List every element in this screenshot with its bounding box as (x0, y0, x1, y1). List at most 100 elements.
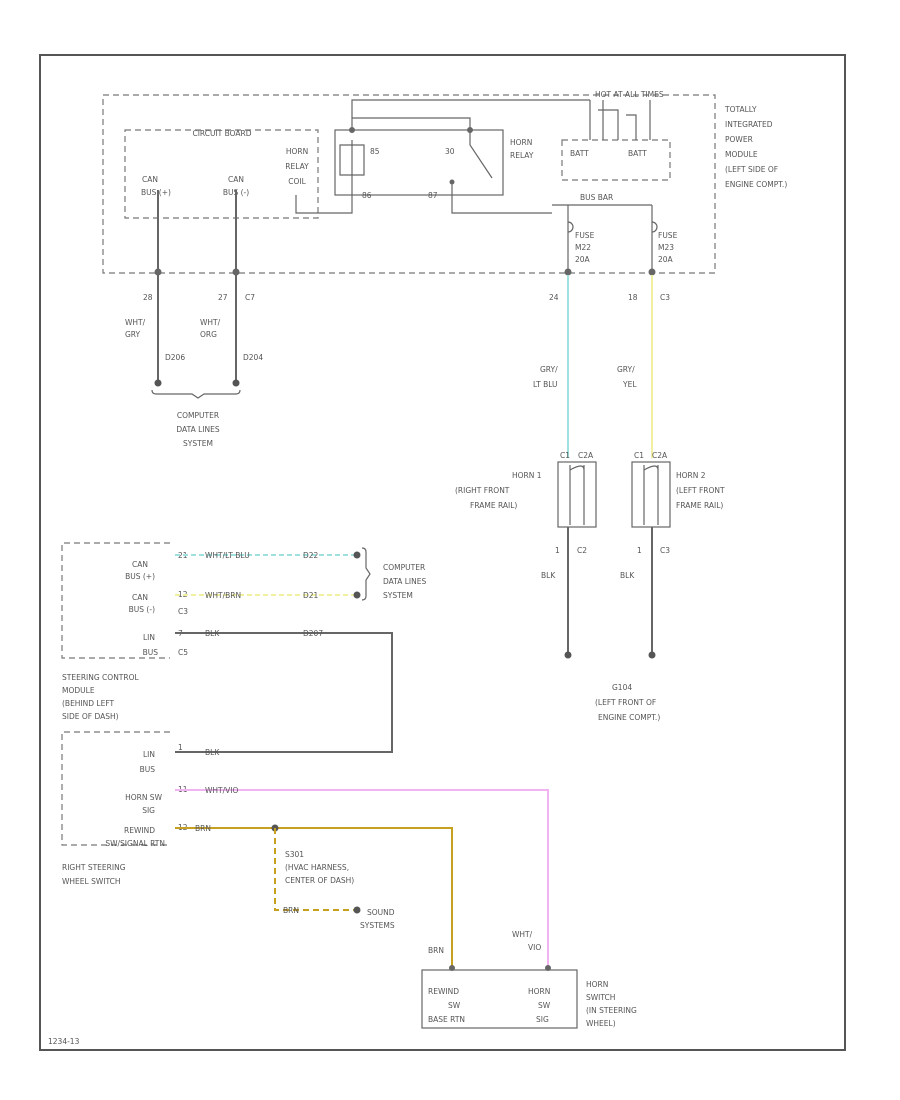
diagram-frame (39, 54, 846, 1051)
svg-text:D206: D206 (165, 353, 185, 362)
bus-bar-label: BUS BAR (580, 193, 613, 202)
svg-text:BUS: BUS (140, 765, 156, 774)
svg-text:(LEFT SIDE OF: (LEFT SIDE OF (725, 165, 778, 174)
svg-text:COIL: COIL (288, 177, 306, 186)
svg-text:HORN 2: HORN 2 (676, 471, 706, 480)
svg-text:FUSE: FUSE (575, 231, 595, 240)
svg-text:COMPUTER: COMPUTER (383, 563, 425, 572)
svg-text:C1: C1 (634, 451, 644, 460)
horn-feed-wires: GRY/ LT BLU GRY/ YEL (533, 275, 653, 458)
svg-text:FRAME RAIL): FRAME RAIL) (470, 501, 517, 510)
svg-text:20A: 20A (658, 255, 674, 264)
steering-control-module: CAN BUS (+) CAN BUS (-) LIN BUS 21 12 C3… (61, 542, 426, 753)
horn-relay-label: HORN (510, 138, 532, 147)
svg-text:MODULE: MODULE (725, 150, 758, 159)
svg-text:WHEEL): WHEEL) (586, 1019, 616, 1028)
svg-text:27: 27 (218, 293, 228, 302)
svg-text:SW/SIGNAL RTN: SW/SIGNAL RTN (105, 839, 165, 848)
svg-text:SWITCH: SWITCH (586, 993, 615, 1002)
svg-text:BRN: BRN (428, 946, 444, 955)
svg-text:TOTALLY: TOTALLY (724, 105, 757, 114)
svg-text:SW: SW (538, 1001, 551, 1010)
can-wires-top: WHT/ GRY WHT/ ORG D206 D204 COMPUTER DAT… (125, 275, 263, 448)
svg-text:C7: C7 (245, 293, 255, 302)
svg-text:SYSTEMS: SYSTEMS (360, 921, 395, 930)
svg-text:DATA LINES: DATA LINES (176, 425, 219, 434)
svg-text:CAN: CAN (142, 175, 158, 184)
svg-text:C2A: C2A (578, 451, 594, 460)
svg-text:1: 1 (178, 743, 183, 752)
svg-text:21: 21 (178, 551, 188, 560)
horn-1: C1 C2A HORN 1 (RIGHT FRONT FRAME RAIL) 1… (455, 451, 597, 659)
svg-text:S301: S301 (285, 850, 304, 859)
svg-text:(IN STEERING: (IN STEERING (586, 1006, 637, 1015)
horn-switch: BRN WHT/ VIO REWIND SW BASE RTN HORN SW … (421, 930, 637, 1029)
svg-text:BUS (+): BUS (+) (141, 188, 171, 197)
svg-text:SIDE OF DASH): SIDE OF DASH) (62, 712, 119, 721)
svg-text:POWER: POWER (725, 135, 753, 144)
svg-text:SW: SW (448, 1001, 461, 1010)
svg-text:COMPUTER: COMPUTER (177, 411, 219, 420)
svg-text:(RIGHT FRONT: (RIGHT FRONT (455, 486, 510, 495)
svg-text:LT BLU: LT BLU (533, 380, 558, 389)
svg-text:HORN 1: HORN 1 (512, 471, 542, 480)
svg-text:GRY: GRY (125, 330, 141, 339)
svg-text:RELAY: RELAY (510, 151, 534, 160)
svg-text:MODULE: MODULE (62, 686, 95, 695)
svg-text:GRY/: GRY/ (540, 365, 558, 374)
svg-text:CAN: CAN (132, 560, 148, 569)
tipm-pins: 28 27 C7 24 18 C3 (143, 268, 670, 302)
svg-text:28: 28 (143, 293, 153, 302)
svg-text:BLK: BLK (205, 629, 220, 638)
svg-text:INTEGRATED: INTEGRATED (725, 120, 773, 129)
svg-text:C3: C3 (178, 607, 188, 616)
batt-fuse-block (561, 139, 671, 181)
svg-text:M23: M23 (658, 243, 674, 252)
wire-wht-vio (175, 789, 549, 966)
svg-text:SYSTEM: SYSTEM (183, 439, 213, 448)
tipm-module: HOT AT ALL TIMES TOTALLY INTEGRATED POWE… (102, 90, 787, 274)
svg-text:C2: C2 (577, 546, 587, 555)
svg-text:SYSTEM: SYSTEM (383, 591, 413, 600)
svg-text:WHT/BRN: WHT/BRN (205, 591, 241, 600)
svg-text:C3: C3 (660, 546, 670, 555)
svg-text:WHT/: WHT/ (125, 318, 146, 327)
svg-text:BUS (-): BUS (-) (129, 605, 155, 614)
svg-text:18: 18 (628, 293, 638, 302)
svg-text:WHT/: WHT/ (512, 930, 533, 939)
svg-text:FRAME RAIL): FRAME RAIL) (676, 501, 723, 510)
svg-text:SOUND: SOUND (367, 908, 395, 917)
svg-text:M22: M22 (575, 243, 591, 252)
svg-text:WHT/VIO: WHT/VIO (205, 786, 239, 795)
svg-text:GRY/: GRY/ (617, 365, 635, 374)
horn-2: C1 C2A HORN 2 (LEFT FRONT FRAME RAIL) 1 … (620, 451, 725, 659)
svg-text:CAN: CAN (132, 593, 148, 602)
svg-text:RIGHT STEERING: RIGHT STEERING (62, 863, 126, 872)
svg-text:WHT/: WHT/ (200, 318, 221, 327)
svg-text:BATT: BATT (570, 149, 589, 158)
svg-text:HORN: HORN (528, 987, 550, 996)
svg-text:1: 1 (637, 546, 642, 555)
svg-text:BRN: BRN (283, 906, 299, 915)
svg-text:BRN: BRN (195, 824, 211, 833)
wire-brn (175, 827, 453, 966)
svg-text:CENTER OF DASH): CENTER OF DASH) (285, 876, 354, 885)
svg-text:ENGINE COMPT.): ENGINE COMPT.) (598, 713, 660, 722)
svg-text:HORN SW: HORN SW (125, 793, 163, 802)
svg-text:BUS (+): BUS (+) (125, 572, 155, 581)
svg-text:WHT/LT BLU: WHT/LT BLU (205, 551, 250, 560)
svg-text:BLK: BLK (620, 571, 635, 580)
svg-text:REWIND: REWIND (428, 987, 459, 996)
svg-text:CAN: CAN (228, 175, 244, 184)
svg-text:SIG: SIG (536, 1015, 549, 1024)
svg-text:WHEEL SWITCH: WHEEL SWITCH (62, 877, 121, 886)
svg-text:YEL: YEL (622, 380, 637, 389)
svg-text:BUS: BUS (143, 648, 159, 657)
ground-g104: G104 (LEFT FRONT OF ENGINE COMPT.) (595, 683, 660, 722)
svg-text:C2A: C2A (652, 451, 668, 460)
svg-text:87: 87 (428, 191, 438, 200)
svg-text:(HVAC HARNESS,: (HVAC HARNESS, (285, 863, 349, 872)
svg-text:G104: G104 (612, 683, 632, 692)
svg-text:12: 12 (178, 590, 188, 599)
